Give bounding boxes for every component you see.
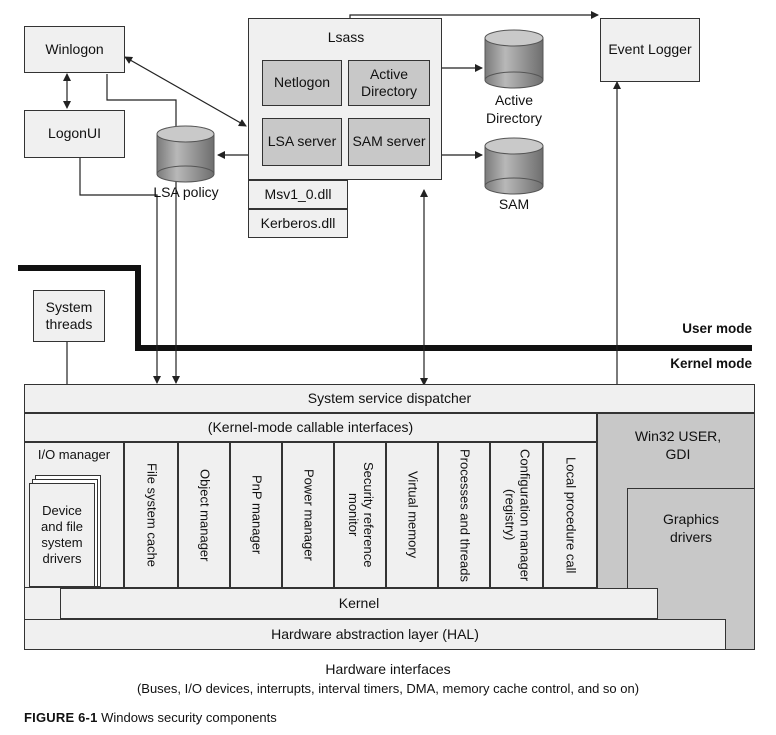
security-reference-monitor-label: Security reference monitor	[346, 462, 376, 568]
msv-dll-label: Msv1_0.dll	[264, 185, 332, 202]
graphics-drivers-label: Graphics drivers	[662, 511, 720, 545]
event-logger-box: Event Logger	[600, 18, 700, 82]
configuration-manager-label: Configuration manager (registry)	[502, 448, 533, 582]
active-directory-label: Active Directory	[485, 92, 542, 126]
win32-user-gdi-label: Win32 USER, GDI	[634, 428, 722, 462]
processes-and-threads-label: Processes and threads	[457, 448, 473, 582]
figure-caption-text: Windows security components	[101, 710, 277, 725]
virtual-memory-label: Virtual memory	[405, 471, 421, 559]
lsa-policy-database-icon	[156, 125, 215, 183]
sam-label: SAM	[498, 196, 530, 212]
logonui-box: LogonUI	[24, 110, 125, 158]
sam-database-icon	[484, 137, 544, 195]
netlogon-box: Netlogon	[262, 60, 342, 106]
mode-boundary-line	[18, 265, 752, 351]
lsa-server-box: LSA server	[262, 118, 342, 166]
kernel-callable-interfaces-box: (Kernel-mode callable interfaces)	[24, 413, 597, 442]
lsass-title: Lsass	[327, 29, 365, 45]
sam-server-label: SAM server	[352, 133, 426, 150]
io-manager-label: I/O manager	[37, 447, 111, 462]
object-manager-label: Object manager	[197, 468, 213, 562]
device-file-system-drivers-label: Device and file system drivers	[41, 502, 83, 567]
kernel-mode-label: Kernel mode	[670, 356, 752, 371]
msv-dll-box: Msv1_0.dll	[248, 180, 348, 209]
power-manager-label: Power manager	[301, 469, 317, 561]
kernel-component-column-2	[230, 442, 282, 588]
kernel-component-column-8	[543, 442, 597, 588]
kernel-label: Kernel	[338, 594, 380, 611]
kernel-component-column-0	[124, 442, 178, 588]
sam-server-box: SAM server	[348, 118, 430, 166]
kernel-component-column-7	[490, 442, 543, 588]
figure-caption: FIGURE 6-1 Windows security components	[24, 710, 277, 725]
user-mode-label: User mode	[682, 321, 752, 336]
hal-label: Hardware abstraction layer (HAL)	[271, 625, 479, 642]
system-service-dispatcher-label: System service dispatcher	[307, 389, 472, 406]
active-directory-service-label: Active Directory	[360, 65, 417, 100]
hal-box: Hardware abstraction layer (HAL)	[24, 619, 726, 650]
figure-number: FIGURE 6-1	[24, 710, 98, 725]
winlogon-label: Winlogon	[45, 40, 104, 57]
kernel-box: Kernel	[60, 588, 658, 619]
lsa-policy-label: LSA policy	[153, 184, 219, 200]
logonui-label: LogonUI	[48, 125, 101, 142]
hardware-interfaces-title: Hardware interfaces	[325, 661, 451, 677]
event-logger-label: Event Logger	[608, 41, 692, 58]
active-directory-service-box: Active Directory	[348, 60, 430, 106]
hardware-interfaces-detail: (Buses, I/O devices, interrupts, interva…	[136, 681, 640, 696]
kernel-callable-interfaces-label: (Kernel-mode callable interfaces)	[207, 418, 414, 435]
kernel-component-column-4	[334, 442, 386, 588]
netlogon-label: Netlogon	[273, 74, 331, 91]
kerberos-dll-label: Kerberos.dll	[260, 214, 336, 231]
kernel-component-column-1	[178, 442, 230, 588]
system-threads-box: System threads	[33, 290, 105, 342]
winlogon-box: Winlogon	[24, 26, 125, 73]
pnp-manager-label: PnP manager	[249, 475, 265, 555]
kerberos-dll-box: Kerberos.dll	[248, 209, 348, 238]
lsa-server-label: LSA server	[267, 133, 337, 150]
kernel-component-column-6	[438, 442, 490, 588]
kernel-component-column-3	[282, 442, 334, 588]
active-directory-database-icon	[484, 29, 544, 89]
local-procedure-call-label: Local procedure call	[563, 456, 579, 574]
system-service-dispatcher-box: System service dispatcher	[24, 384, 755, 413]
file-system-cache-label: File system cache	[144, 462, 160, 568]
system-threads-label: System threads	[45, 298, 93, 333]
device-file-system-drivers-box: Device and file system drivers	[29, 483, 95, 587]
kernel-component-column-5	[386, 442, 438, 588]
